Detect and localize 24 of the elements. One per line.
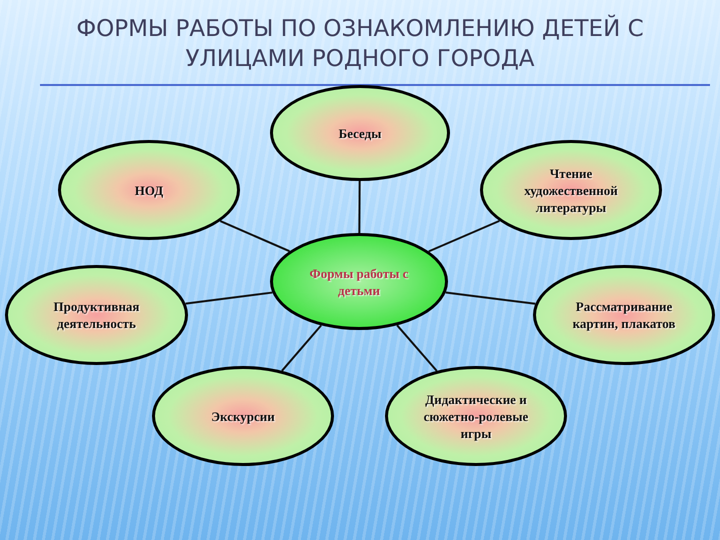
oval-label: Продуктивная деятельность — [52, 298, 140, 332]
connector-line — [446, 291, 536, 305]
topic-oval — [58, 140, 240, 240]
oval-label: Чтение художественной литературы — [523, 164, 619, 216]
topic-oval — [385, 366, 567, 466]
connector-line — [396, 324, 438, 372]
connector-line — [428, 220, 500, 252]
oval-label: Дидактические и сюжетно-ролевые игры — [422, 390, 530, 442]
connector-line — [358, 181, 361, 233]
oval-label: Беседы — [338, 124, 382, 142]
central-oval — [270, 233, 448, 330]
topic-oval — [270, 85, 450, 181]
oval-label: Формы работы с детьми — [308, 264, 410, 298]
topic-oval — [480, 140, 662, 240]
topic-oval — [533, 265, 715, 365]
connector-line — [220, 220, 290, 252]
connector-line — [281, 324, 322, 372]
oval-label: Рассматривание картин, плакатов — [572, 298, 676, 332]
slide-title: ФОРМЫ РАБОТЫ ПО ОЗНАКОМЛЕНИЮ ДЕТЕЙ С УЛИЦАМИ РОДНОГО ГОРОДА — [75, 14, 645, 74]
topic-oval — [5, 265, 188, 365]
connector-line — [185, 292, 272, 305]
topic-oval — [152, 366, 334, 466]
oval-label: НОД — [134, 182, 164, 198]
oval-label: Экскурсии — [211, 408, 275, 424]
